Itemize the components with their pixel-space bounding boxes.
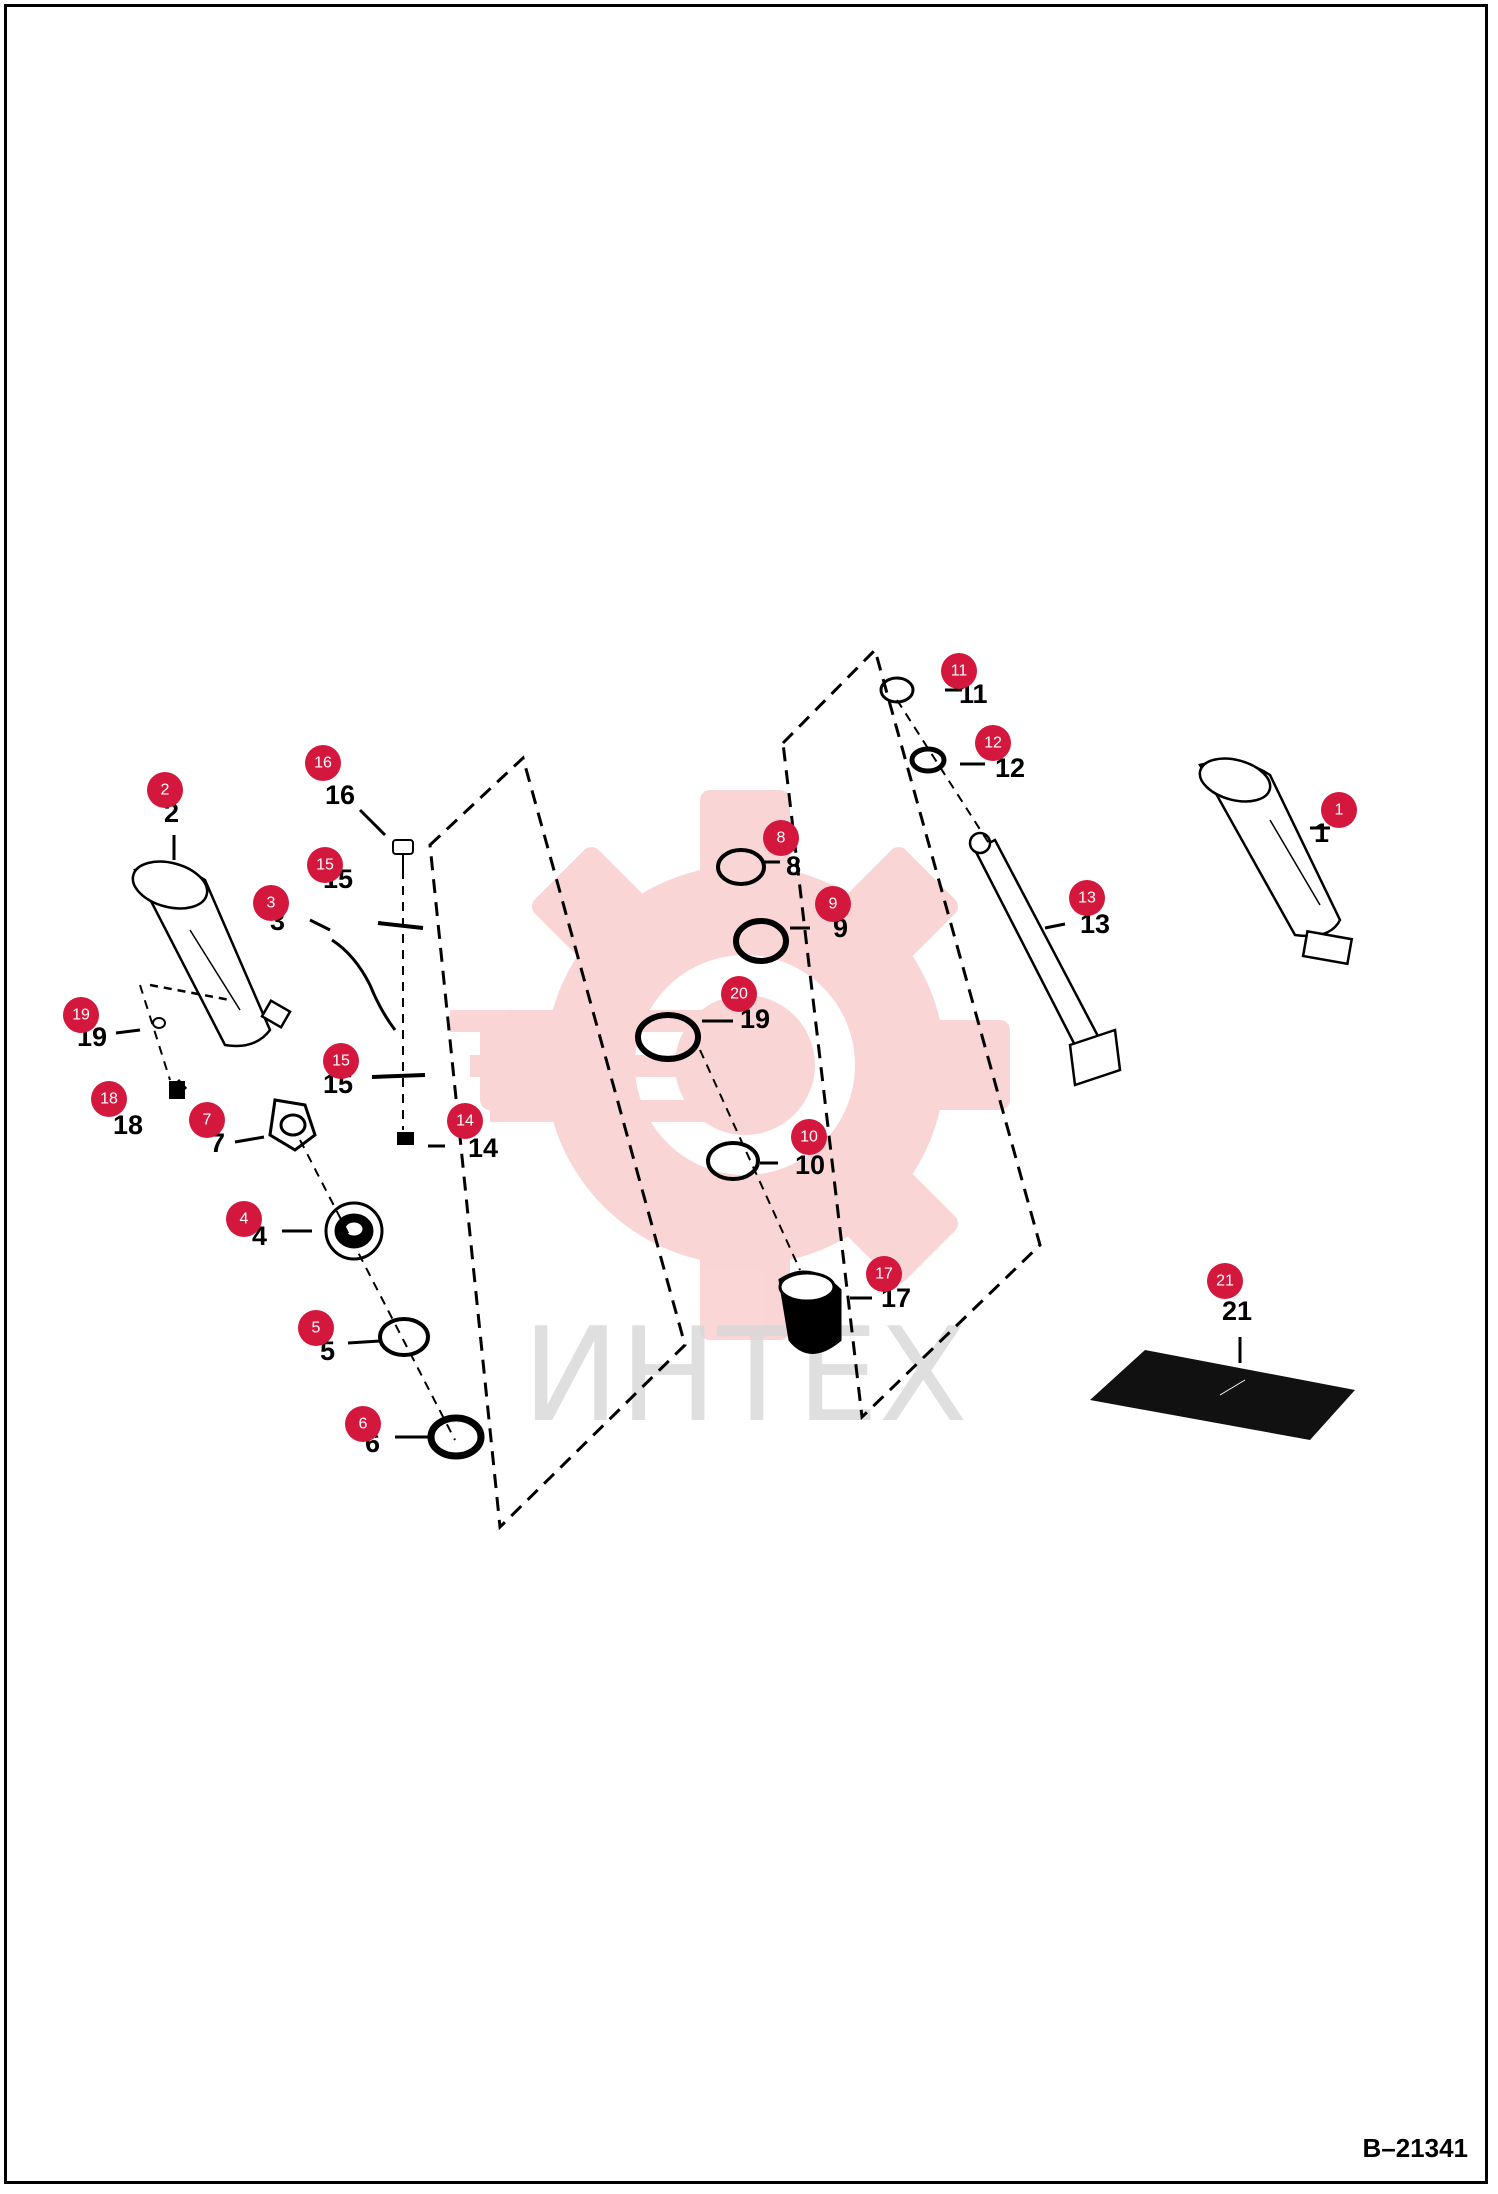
badge-15-lower[interactable]: 15 — [323, 1043, 359, 1079]
badge-5[interactable]: 5 — [298, 1310, 334, 1346]
badge-6[interactable]: 6 — [345, 1406, 381, 1442]
svg-text:14: 14 — [456, 1113, 474, 1130]
label-14: 14 — [468, 1133, 498, 1163]
label-1: 1 — [1314, 818, 1329, 848]
badge-11[interactable]: 11 — [941, 653, 977, 689]
badge-15-upper[interactable]: 15 — [307, 847, 343, 883]
badge-20[interactable]: 20 — [721, 976, 757, 1012]
svg-text:9: 9 — [829, 896, 838, 913]
figure-reference: B–21341 — [1362, 2133, 1468, 2163]
svg-text:19: 19 — [72, 1007, 90, 1024]
label-leaders — [115, 688, 1330, 1439]
badge-13[interactable]: 13 — [1069, 880, 1105, 916]
label-10: 10 — [795, 1150, 825, 1180]
svg-text:17: 17 — [875, 1266, 893, 1283]
svg-text:15: 15 — [316, 857, 334, 874]
label-18: 18 — [113, 1110, 143, 1140]
watermark-text: ИНТЕХ — [522, 1299, 968, 1451]
wear-strip — [1090, 1350, 1355, 1440]
badge-19[interactable]: 19 — [63, 997, 99, 1033]
svg-text:10: 10 — [800, 1129, 818, 1146]
badge-10[interactable]: 10 — [791, 1119, 827, 1155]
label-8: 8 — [786, 851, 801, 881]
badge-3[interactable]: 3 — [253, 885, 289, 921]
dashed-outline-panels — [428, 647, 1042, 1531]
callout-badges[interactable]: 1 2 3 4 5 6 7 8 9 10 11 12 13 14 15 15 1… — [63, 653, 1357, 1442]
cylinder-barrel-right — [1198, 757, 1354, 966]
badge-4[interactable]: 4 — [226, 1201, 262, 1237]
badge-16[interactable]: 16 — [305, 745, 341, 781]
badge-8[interactable]: 8 — [763, 820, 799, 856]
badge-14[interactable]: 14 — [447, 1103, 483, 1139]
svg-text:20: 20 — [730, 986, 748, 1003]
dashed-leader-lines — [139, 699, 991, 1441]
svg-text:12: 12 — [984, 735, 1002, 752]
svg-text:1: 1 — [1335, 802, 1344, 819]
badge-12[interactable]: 12 — [975, 725, 1011, 761]
badge-2[interactable]: 2 — [147, 772, 183, 808]
diagram-frame — [4, 4, 1488, 2184]
svg-text:2: 2 — [161, 782, 170, 799]
svg-text:18: 18 — [100, 1091, 118, 1108]
svg-text:7: 7 — [203, 1112, 212, 1129]
label-21: 21 — [1222, 1296, 1252, 1326]
badge-7[interactable]: 7 — [189, 1102, 225, 1138]
svg-text:13: 13 — [1078, 890, 1096, 907]
svg-text:11: 11 — [951, 663, 968, 680]
svg-text:3: 3 — [267, 895, 276, 912]
seal-rings — [152, 676, 947, 1460]
svg-text:4: 4 — [240, 1211, 249, 1228]
svg-text:8: 8 — [777, 830, 786, 847]
badge-1[interactable]: 1 — [1321, 792, 1357, 828]
badge-21[interactable]: 21 — [1207, 1263, 1243, 1299]
svg-text:16: 16 — [314, 755, 332, 772]
fasteners — [169, 839, 426, 1145]
svg-text:21: 21 — [1216, 1273, 1234, 1290]
watermark-logo — [450, 790, 1010, 1340]
badge-17[interactable]: 17 — [866, 1256, 902, 1292]
svg-text:5: 5 — [312, 1320, 321, 1337]
svg-text:15: 15 — [332, 1053, 350, 1070]
cylinder-rod — [968, 831, 1122, 1087]
badge-9[interactable]: 9 — [815, 886, 851, 922]
label-16: 16 — [325, 780, 355, 810]
svg-text:6: 6 — [359, 1416, 368, 1433]
cylinder-barrel-left — [131, 860, 292, 1048]
badge-18[interactable]: 18 — [91, 1081, 127, 1117]
